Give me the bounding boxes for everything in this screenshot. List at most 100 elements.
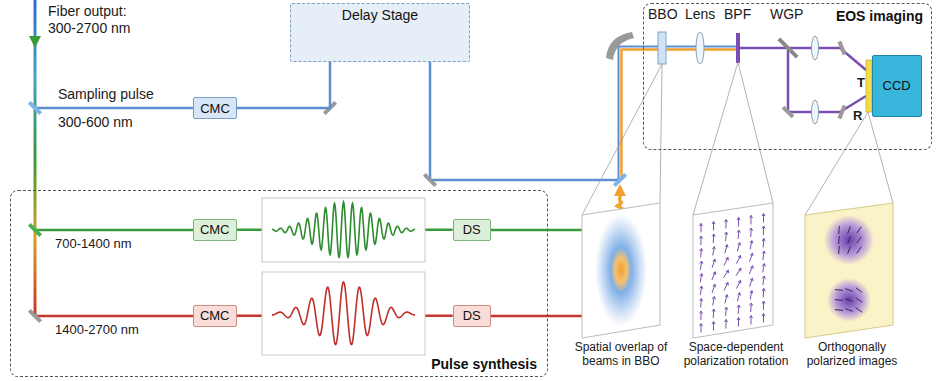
beam xyxy=(788,48,866,112)
node-text: CMC xyxy=(200,101,230,116)
polarization-arrow xyxy=(857,247,862,254)
polarization-arrow xyxy=(724,270,729,278)
polarization-arrow xyxy=(712,247,715,256)
node-text: CMC xyxy=(200,308,230,323)
polarization-arrow xyxy=(712,259,715,268)
beam xyxy=(619,47,739,181)
polarization-arrow xyxy=(762,239,765,248)
beam xyxy=(740,48,866,70)
polarization-arrow xyxy=(712,234,715,243)
polarization-arrow xyxy=(857,237,862,244)
polarization-arrow xyxy=(762,264,765,273)
part-label: BPF xyxy=(724,6,751,22)
polarization-arrow xyxy=(700,261,703,270)
polarization-arrow xyxy=(750,241,753,250)
image-panel xyxy=(805,203,893,338)
polarization-arrow xyxy=(712,309,715,318)
polarization-arrow xyxy=(762,301,765,310)
mirror xyxy=(424,174,435,185)
node-text: EOS imaging xyxy=(836,8,923,24)
dispersion-box: DS xyxy=(453,305,491,327)
port-label: R xyxy=(853,108,862,123)
mirror xyxy=(614,174,625,185)
mirror xyxy=(29,102,40,113)
node-text: DS xyxy=(463,222,481,237)
polarization-arrow xyxy=(725,245,728,254)
polarization-arrow xyxy=(749,316,752,325)
polarization-arrow xyxy=(724,257,728,265)
leader-line xyxy=(660,64,662,203)
part-label: BBO xyxy=(648,6,678,22)
bandpass-filter xyxy=(736,33,740,63)
lens xyxy=(812,100,819,124)
waveform-box xyxy=(262,272,425,355)
polarization-arrow xyxy=(845,299,853,302)
polarization-arrow xyxy=(737,293,740,302)
polarization-arrow xyxy=(857,227,862,234)
polarization-arrow xyxy=(762,276,765,285)
delay-stage: Delay Stage xyxy=(290,3,470,62)
polarization-arrow xyxy=(737,243,740,252)
polarization-arrow xyxy=(848,246,851,254)
beam-overlap xyxy=(595,214,647,326)
part-label: WGP xyxy=(770,6,803,22)
beam xyxy=(35,107,193,110)
waveform xyxy=(272,282,415,345)
polarization-arrow xyxy=(835,289,843,291)
polarization-arrow xyxy=(838,246,840,254)
polarization-arrow xyxy=(700,249,703,258)
lens xyxy=(696,32,704,64)
polarization-arrow xyxy=(724,282,728,290)
beam xyxy=(35,315,193,318)
polarization-arrow xyxy=(700,274,703,283)
leader-line xyxy=(868,112,893,203)
polarization-arrow xyxy=(699,224,702,233)
polarization-arrow xyxy=(856,288,863,293)
polarization-arrow xyxy=(848,226,851,234)
polarization-arrow xyxy=(712,297,715,306)
bbo-crystal xyxy=(658,32,666,64)
mirror xyxy=(839,106,844,119)
polarization-arrow xyxy=(724,320,727,329)
polarization-arrow xyxy=(737,305,740,314)
polarization-arrow xyxy=(749,216,752,225)
polarization-panel xyxy=(693,203,773,338)
polarization-arrow xyxy=(762,214,765,223)
fiber-label: Fiber output: 300-2700 nm xyxy=(48,3,148,37)
polarization-arrow xyxy=(762,289,765,298)
waveform-box xyxy=(262,198,425,262)
polarization-arrow xyxy=(725,232,728,241)
waveform xyxy=(272,202,415,257)
polarized-image xyxy=(824,215,874,265)
parabolic-mirror xyxy=(606,32,634,60)
polarization-arrow xyxy=(700,299,703,308)
leader-line xyxy=(738,62,773,203)
polarization-arrow xyxy=(736,255,740,263)
node-text: CCD xyxy=(883,78,911,93)
polarization-arrow xyxy=(700,236,703,245)
polarization-arrow xyxy=(699,324,702,333)
polarization-arrow xyxy=(845,309,853,312)
polarization-arrow xyxy=(737,318,740,327)
beam xyxy=(622,50,739,181)
polarization-arrow xyxy=(736,268,741,276)
polarization-arrow xyxy=(838,236,840,244)
panel-caption: Spatial overlap of beams in BBO xyxy=(565,341,677,368)
polarization-arrow xyxy=(724,220,727,229)
polarization-arrow xyxy=(700,286,703,295)
lens xyxy=(812,36,819,60)
polarization-arrow xyxy=(750,253,753,262)
polarization-arrow xyxy=(712,284,715,293)
polarization-arrow xyxy=(856,308,863,313)
polarization-arrow xyxy=(712,272,716,280)
imaging-region: EOS imagingCCD xyxy=(643,3,932,150)
polarization-arrow xyxy=(737,230,740,239)
panel-caption: Orthogonally polarized images xyxy=(797,341,907,368)
polarization-arrow xyxy=(845,289,853,292)
port-label: T xyxy=(857,75,865,90)
polarization-arrow xyxy=(736,280,740,288)
beam xyxy=(330,45,620,180)
mirror xyxy=(839,42,844,55)
dispersion-box: DS xyxy=(453,219,491,241)
